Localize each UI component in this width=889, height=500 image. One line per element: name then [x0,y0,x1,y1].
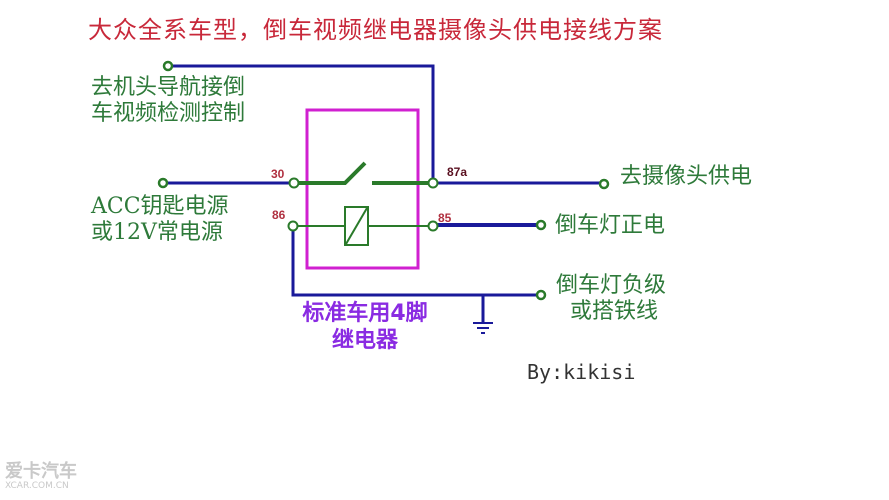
terminal-reverse-positive [535,219,547,231]
author-credit: By:kikisi [527,360,636,384]
switch-icon [297,161,430,185]
pin-87a-terminal [427,177,439,189]
coil-icon [297,206,430,246]
relay-box [305,108,420,270]
label-reverse-negative-line2: 或搭铁线 [570,299,659,324]
label-nav-line1: 去机头导航接倒 [91,75,246,100]
pin-label-87a: 87a [447,165,468,179]
label-acc-line2: 或12V常电源 [91,220,223,245]
wire-86-to-ground [291,229,538,297]
wire-nav-to-87a [170,64,435,183]
pin-label-30: 30 [271,167,285,181]
label-reverse-negative-line1: 倒车灯负级 [556,273,667,298]
diagram-title: 大众全系车型，倒车视频继电器摄像头供电接线方案 [88,16,663,44]
label-nav-line2: 车视频检测控制 [91,101,246,126]
label-camera-power: 去摄像头供电 [620,164,753,189]
terminal-reverse-negative [535,289,547,301]
relay-name-line2: 继电器 [331,328,398,353]
terminal-acc [157,177,169,189]
watermark-logo: 爱卡汽车 XCAR.COM.CN [5,461,77,492]
pin-label-86: 86 [272,208,286,222]
pin-86-terminal [287,220,299,232]
watermark-line1: 爱卡汽车 [5,461,77,482]
pin-30-terminal [288,177,300,189]
ground-icon [473,295,493,334]
terminal-nav [162,60,174,72]
label-reverse-positive: 倒车灯正电 [555,213,666,238]
pin-label-85: 85 [438,211,452,225]
relay-name-line1: 标准车用4脚 [302,301,428,326]
watermark-line2: XCAR.COM.CN [5,481,69,491]
terminal-camera [598,178,610,190]
pin-85-terminal [427,220,439,232]
label-acc-line1: ACC钥匙电源 [91,194,229,219]
